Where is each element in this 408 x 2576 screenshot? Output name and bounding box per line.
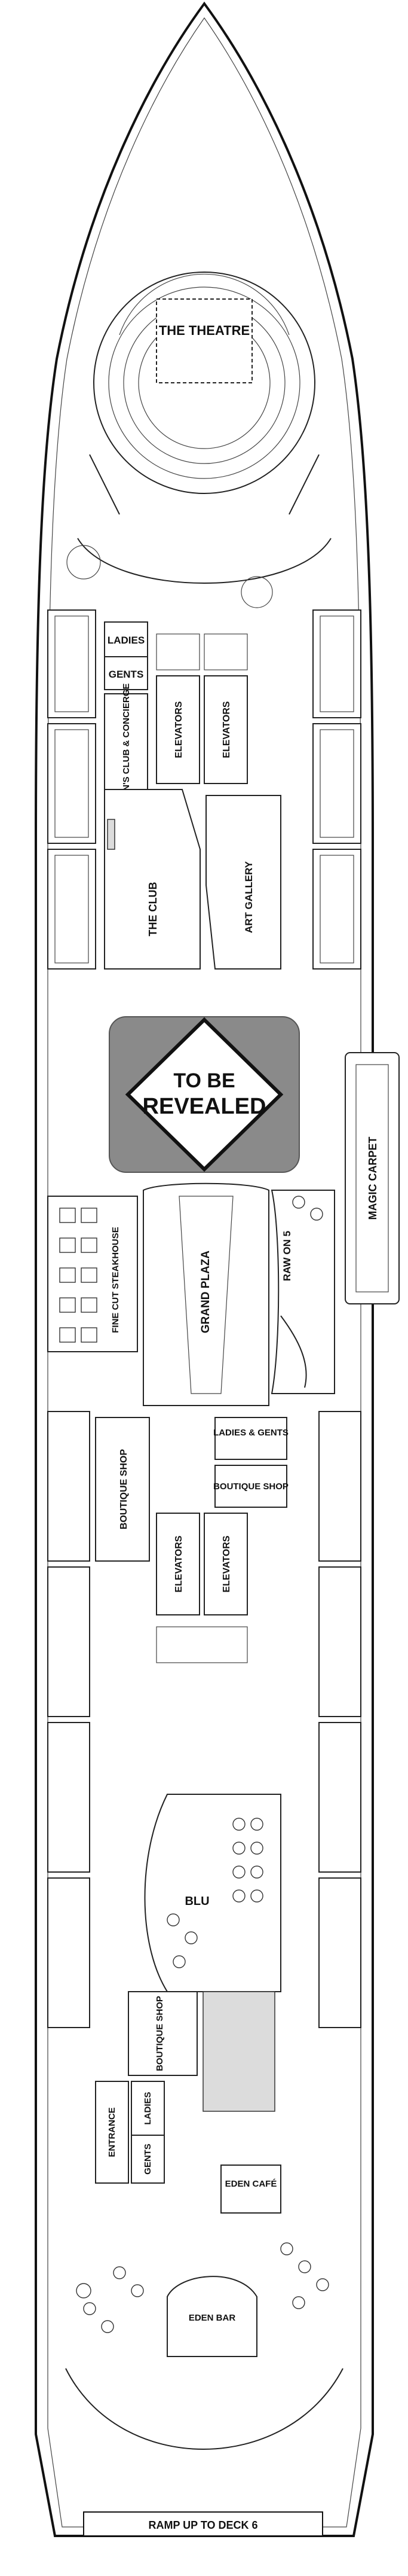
- mid-cabins-left: [47, 1411, 90, 2028]
- art-gallery[interactable]: ART GALLERY: [205, 795, 281, 970]
- elevators-forward[interactable]: ELEVATORS ELEVATORS: [156, 633, 248, 784]
- magic-carpet[interactable]: MAGIC CARPET: [345, 1052, 400, 1304]
- boutique-shop-mid-right[interactable]: BOUTIQUE SHOP: [213, 1465, 289, 1508]
- art-gallery-label: ART GALLERY: [243, 861, 254, 933]
- entrance-label: ENTRANCE: [107, 2107, 117, 2157]
- theatre-label: THE THEATRE: [159, 323, 250, 338]
- blu-tables: [167, 1818, 263, 1968]
- boutique-shop-aft[interactable]: BOUTIQUE SHOP: [128, 1991, 275, 2112]
- elevators-forward-1-label: ELEVATORS: [174, 701, 184, 758]
- to-be-label: TO BE: [173, 1069, 235, 1092]
- ramp-label: RAMP UP TO DECK 6: [148, 2519, 257, 2531]
- forward-cabins-left: [47, 609, 96, 970]
- raw-on-5-label: RAW ON 5: [281, 1231, 293, 1281]
- eden-cafe-label: EDEN CAFÉ: [225, 2179, 277, 2189]
- to-be-revealed-zone[interactable]: TO BE REVEALED: [109, 1016, 300, 1173]
- blu-label: BLU: [185, 1895, 209, 1908]
- entrance[interactable]: ENTRANCE: [95, 2081, 129, 2184]
- ladies-aft-label: LADIES: [143, 2092, 153, 2124]
- mid-cabins-right: [318, 1411, 361, 2028]
- theatre[interactable]: THE THEATRE: [66, 272, 332, 608]
- ladies-gents-mid-label: LADIES & GENTS: [213, 1428, 289, 1438]
- restrooms-mid[interactable]: LADIES & GENTS: [213, 1417, 289, 1460]
- accessible-icon: [76, 2283, 91, 2298]
- fine-cut-label: FINE CUT STEAKHOUSE: [111, 1227, 121, 1333]
- grand-plaza-label: GRAND PLAZA: [200, 1251, 212, 1334]
- eden-bar[interactable]: EDEN BAR: [167, 2276, 257, 2357]
- magic-carpet-label: MAGIC CARPET: [367, 1136, 379, 1220]
- forward-cabins-right: [312, 609, 361, 970]
- aft-curve: [65, 2368, 343, 2450]
- elevators-forward-2-label: ELEVATORS: [222, 701, 232, 758]
- restrooms-aft[interactable]: LADIES GENTS: [131, 2081, 165, 2184]
- boutique-shop-2-label: BOUTIQUE SHOP: [213, 1481, 289, 1492]
- gents-forward-label: GENTS: [109, 669, 144, 680]
- boutique-shop-3-label: BOUTIQUE SHOP: [155, 1996, 165, 2071]
- elevators-mid[interactable]: ELEVATORS ELEVATORS: [156, 1513, 248, 1663]
- ramp-up-to-deck-6[interactable]: RAMP UP TO DECK 6: [83, 2511, 323, 2537]
- steakhouse-tables: [59, 1208, 97, 1343]
- elevators-mid-1-label: ELEVATORS: [174, 1535, 184, 1592]
- eden-bar-label: EDEN BAR: [189, 2313, 236, 2323]
- eden-seating: [83, 2242, 329, 2333]
- raw-on-5[interactable]: RAW ON 5: [271, 1190, 335, 1394]
- boutique-shop-mid-left[interactable]: BOUTIQUE SHOP: [95, 1417, 150, 1562]
- captains-club-label: CAPTAIN'S CLUB & CONCIERGE: [121, 684, 131, 824]
- grand-plaza[interactable]: GRAND PLAZA: [143, 1182, 269, 1406]
- the-club-label: THE CLUB: [147, 882, 159, 937]
- elevators-mid-2-label: ELEVATORS: [222, 1535, 232, 1592]
- boutique-shop-1-label: BOUTIQUE SHOP: [119, 1449, 129, 1530]
- fine-cut-steakhouse[interactable]: FINE CUT STEAKHOUSE: [47, 1196, 138, 1352]
- eden-cafe[interactable]: EDEN CAFÉ: [220, 2165, 281, 2214]
- restrooms-forward[interactable]: LADIES GENTS: [104, 621, 148, 690]
- revealed-label: REVEALED: [143, 1094, 266, 1119]
- gents-aft-label: GENTS: [143, 2144, 153, 2175]
- blu-restaurant[interactable]: BLU: [144, 1794, 281, 1992]
- ladies-forward-label: LADIES: [108, 635, 145, 646]
- the-club[interactable]: THE CLUB: [104, 789, 201, 970]
